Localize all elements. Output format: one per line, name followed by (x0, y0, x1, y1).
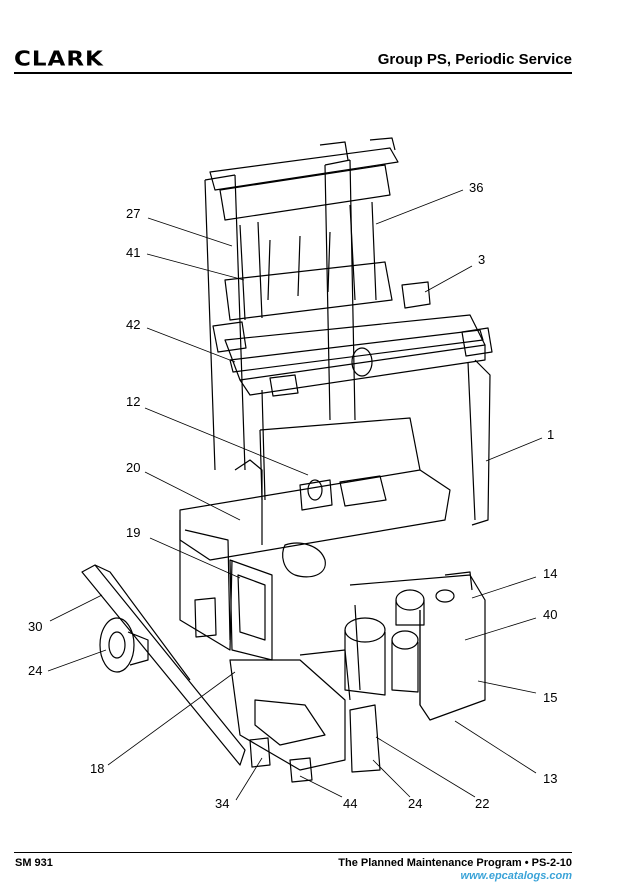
fork-and-load-wheel (81, 564, 246, 766)
page-reference: The Planned Maintenance Program • PS-2-1… (338, 857, 572, 869)
callout-36: 36 (469, 180, 484, 195)
callout-22: 22 (475, 796, 490, 811)
watermark: www.epcatalogs.com (460, 870, 572, 882)
callout-19: 19 (126, 525, 141, 540)
section-title: Group PS, Periodic Service (377, 51, 572, 68)
footer-rule (14, 852, 572, 853)
callout-15: 15 (543, 690, 558, 705)
callout-1: 1 (547, 427, 555, 442)
overhead-guard (212, 281, 493, 526)
clark-logo: CLARK (14, 47, 104, 71)
callout-27: 27 (126, 206, 141, 221)
callout-24-bottom: 24 (408, 796, 423, 811)
callout-18: 18 (90, 761, 105, 776)
callout-13: 13 (543, 771, 558, 786)
header-rule (14, 72, 572, 74)
manual-number: SM 931 (15, 857, 53, 869)
mast (204, 137, 399, 471)
callout-20: 20 (126, 460, 141, 475)
drive-unit (344, 571, 486, 721)
controller-area (194, 542, 381, 783)
callout-3: 3 (478, 252, 486, 267)
callout-42: 42 (126, 317, 141, 332)
callout-41: 41 (126, 245, 141, 260)
forklift-maintenance-diagram (47, 137, 543, 801)
callout-34: 34 (215, 796, 230, 811)
callout-24: 24 (28, 663, 43, 678)
callout-30: 30 (28, 619, 43, 634)
callout-40: 40 (543, 607, 558, 622)
leader-lines (47, 189, 543, 801)
callout-14: 14 (543, 566, 558, 581)
operator-compartment (179, 417, 451, 651)
callout-44: 44 (343, 796, 358, 811)
callout-12: 12 (126, 394, 141, 409)
